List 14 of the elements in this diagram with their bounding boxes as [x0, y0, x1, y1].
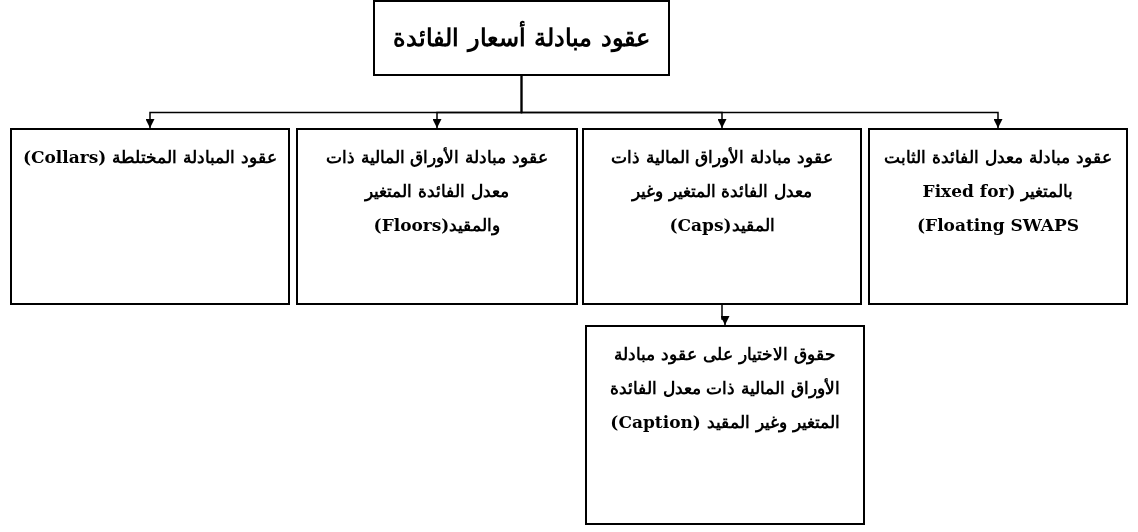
- category-box: [296, 128, 578, 305]
- category-box: [868, 128, 1128, 305]
- category-box: [10, 128, 290, 305]
- root-box: [373, 0, 670, 76]
- node-label: عقود مبادلة معدل الفائدة الثابت بالمتغير (Fixed for Floating SWAPS): [883, 146, 1113, 237]
- node-label: عقود المبادلة المختلطة (Collars): [22, 146, 278, 170]
- node-label: عقود مبادلة الأوراق المالية ذات معدل الفائدة المتغير والمقيد(Floors): [324, 146, 550, 238]
- category-box: [585, 325, 865, 525]
- node-label: عقود مبادلة الأوراق المالية ذات معدل الفائدة المتغير وغير المقيد(Caps): [609, 146, 835, 237]
- node-label: عقود مبادلة أسعار الفائدة: [393, 14, 650, 62]
- arrow: [720, 304, 730, 326]
- category-box: [582, 128, 862, 305]
- arrow: [145, 75, 523, 129]
- node-label: حقوق الاختيار على عقود مبادلة الأوراق المالية ذات معدل الفائدة المتغير وغير المقيد (Caption): [608, 343, 842, 435]
